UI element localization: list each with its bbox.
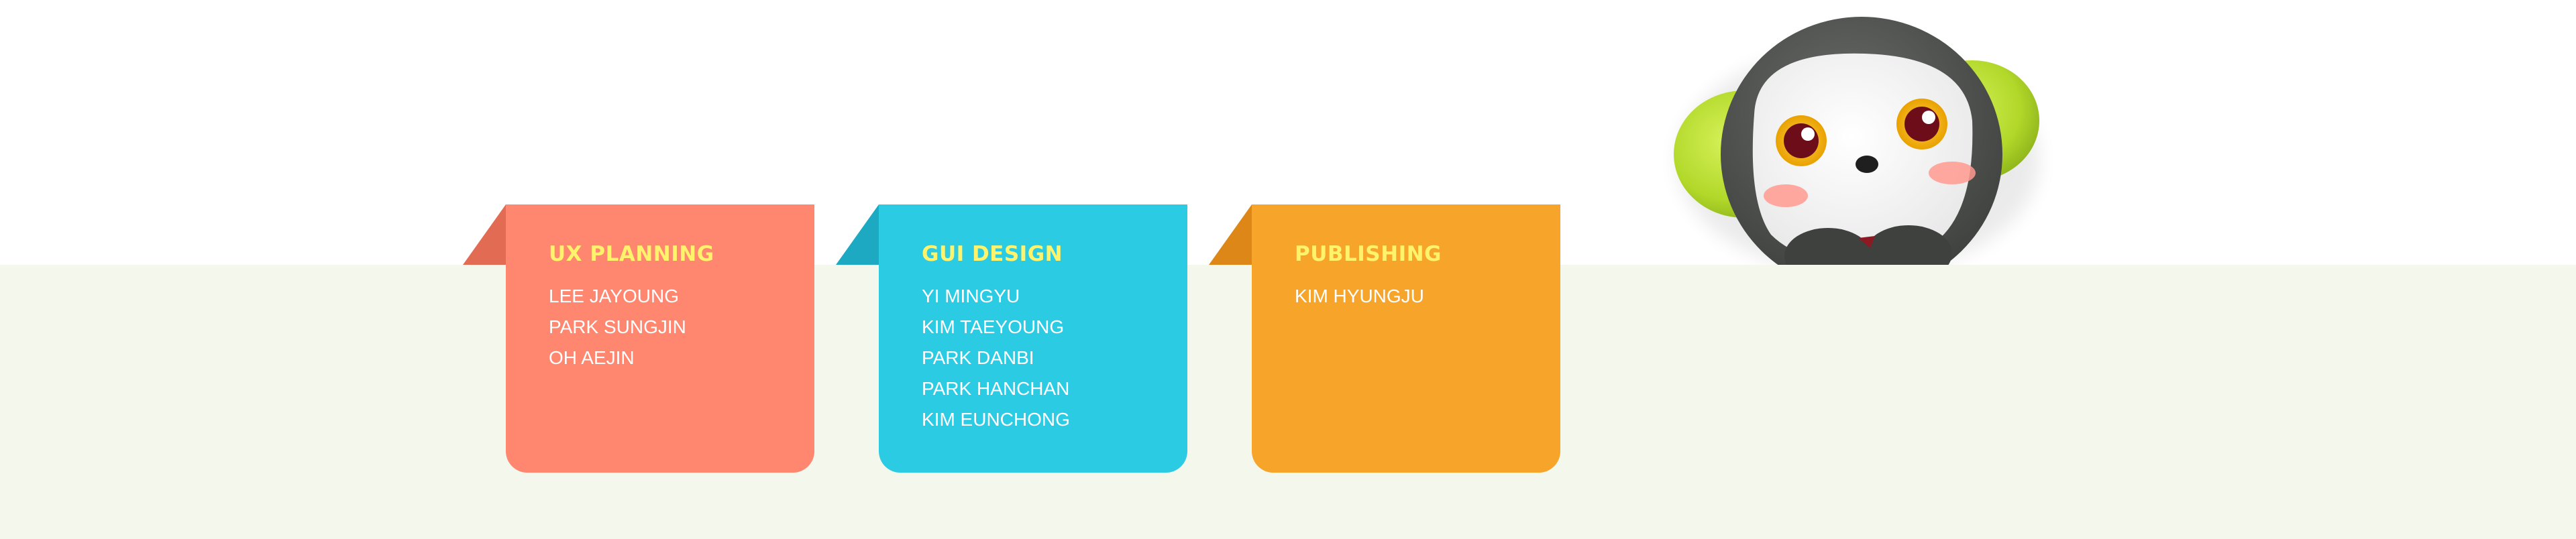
member-name: PARK HANCHAN	[922, 378, 1070, 399]
card-fold	[836, 204, 879, 265]
member-name: KIM HYUNGJU	[1295, 286, 1424, 306]
team-card-publishing: PUBLISHING KIM HYUNGJU	[1209, 204, 1560, 473]
member-list: YI MINGYU KIM TAEYOUNG PARK DANBI PARK H…	[922, 281, 1187, 435]
card-fold	[463, 204, 506, 265]
team-card-ux-planning: UX PLANNING LEE JAYOUNG PARK SUNGJIN OH …	[463, 204, 814, 473]
member-name: YI MINGYU	[922, 286, 1020, 306]
member-name: LEE JAYOUNG	[549, 286, 679, 306]
team-card-gui-design: GUI DESIGN YI MINGYU KIM TAEYOUNG PARK D…	[836, 204, 1187, 473]
member-name: KIM TAEYOUNG	[922, 316, 1065, 337]
card-fold	[1209, 204, 1252, 265]
member-name: OH AEJIN	[549, 347, 635, 368]
member-name: KIM EUNCHONG	[922, 409, 1070, 430]
team-title: GUI DESIGN	[922, 242, 1063, 266]
member-name: PARK SUNGJIN	[549, 316, 686, 337]
team-title: PUBLISHING	[1295, 242, 1442, 266]
team-title: UX PLANNING	[549, 242, 714, 266]
member-list: KIM HYUNGJU	[1295, 281, 1560, 312]
member-list: LEE JAYOUNG PARK SUNGJIN OH AEJIN	[549, 281, 814, 373]
monkey-mascot-icon	[1637, 13, 2093, 265]
member-name: PARK DANBI	[922, 347, 1034, 368]
